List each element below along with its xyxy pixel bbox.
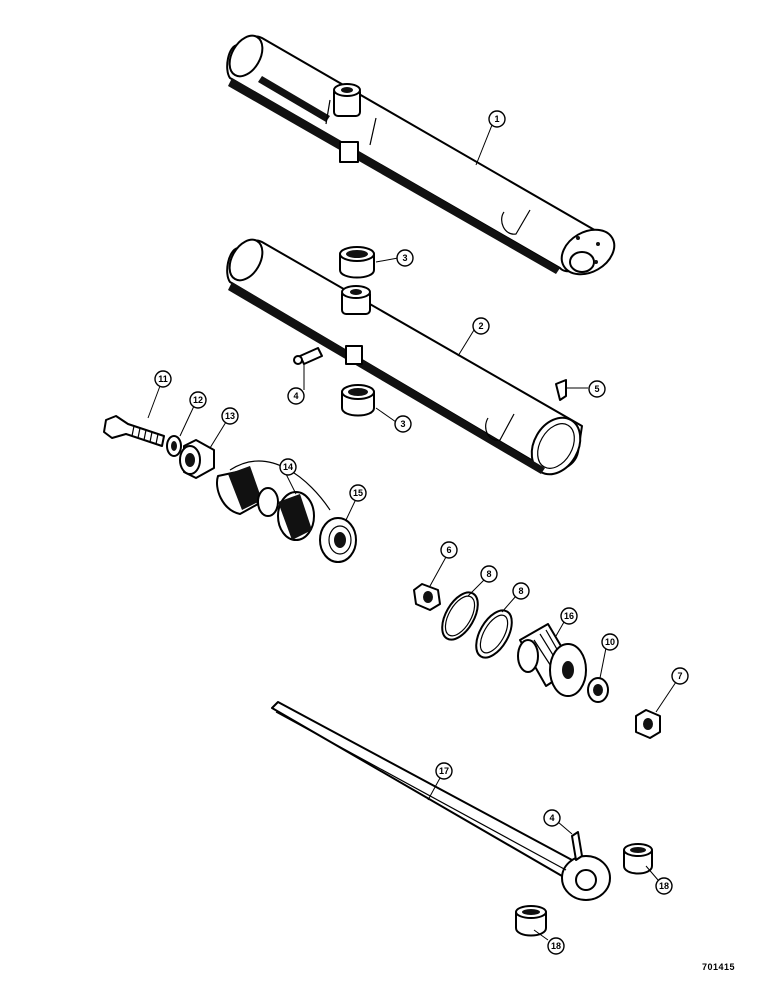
gland-part xyxy=(319,517,357,563)
callout-circle xyxy=(435,762,453,780)
callout-label: 1 xyxy=(494,114,499,124)
callout-1: 1 xyxy=(488,110,506,128)
callout-circle xyxy=(671,667,689,685)
callout-label: 11 xyxy=(158,374,168,384)
callout-14: 14 xyxy=(279,458,297,476)
callout-circle xyxy=(588,380,606,398)
callout-18-right: 18 xyxy=(655,877,673,895)
callout-label: 3 xyxy=(402,253,407,263)
cylinder-assembly-part xyxy=(226,34,616,276)
piston-and-seals-part xyxy=(216,460,331,541)
callout-13: 13 xyxy=(221,407,239,425)
backup-ring-part xyxy=(475,609,513,659)
callout-label: 16 xyxy=(564,611,574,621)
callout-8-right: 8 xyxy=(512,582,530,600)
callout-circle xyxy=(349,484,367,502)
cap-screw-part xyxy=(103,415,165,447)
nut-part-6 xyxy=(413,583,441,611)
leader-lines xyxy=(147,124,677,941)
retainer-nut-part xyxy=(179,439,215,479)
callout-circle xyxy=(189,391,207,409)
callout-label: 8 xyxy=(518,586,523,596)
o-ring-part xyxy=(441,591,479,641)
callout-17: 17 xyxy=(435,762,453,780)
rod-bushing-part-right xyxy=(623,843,653,875)
callout-circle xyxy=(560,607,578,625)
rod-bushing-part-left xyxy=(515,905,547,937)
callout-label: 5 xyxy=(594,384,599,394)
callout-label: 12 xyxy=(193,395,203,405)
callout-7: 7 xyxy=(671,667,689,685)
callout-circle xyxy=(154,370,172,388)
callout-4-upper: 4 xyxy=(287,387,305,405)
callout-5: 5 xyxy=(588,380,606,398)
drawing-reference-code: 701415 xyxy=(702,962,736,972)
cylinder-barrel-part xyxy=(226,238,583,476)
callout-circle xyxy=(601,633,619,651)
callout-label: 14 xyxy=(283,462,293,472)
callout-circle xyxy=(279,458,297,476)
callout-label: 13 xyxy=(225,411,235,421)
callout-label: 10 xyxy=(605,637,615,647)
callout-6: 6 xyxy=(440,541,458,559)
callout-8-left: 8 xyxy=(480,565,498,583)
callout-label: 3 xyxy=(400,419,405,429)
callout-circle xyxy=(440,541,458,559)
callout-circle xyxy=(221,407,239,425)
callout-label: 2 xyxy=(478,321,483,331)
grease-fitting-part-lower xyxy=(571,831,583,861)
wiper-seal-part xyxy=(587,677,609,703)
callout-circle xyxy=(547,937,565,955)
callout-3-upper: 3 xyxy=(396,249,414,267)
bushing-part-lower xyxy=(341,384,375,417)
callout-circle xyxy=(543,809,561,827)
callout-circle xyxy=(394,415,412,433)
callout-11: 11 xyxy=(154,370,172,388)
bushing-part-upper xyxy=(339,246,375,279)
callout-label: 8 xyxy=(486,569,491,579)
callout-16: 16 xyxy=(560,607,578,625)
callout-label: 17 xyxy=(439,766,449,776)
callout-circle xyxy=(396,249,414,267)
callout-label: 4 xyxy=(549,813,554,823)
callout-10: 10 xyxy=(601,633,619,651)
callout-15: 15 xyxy=(349,484,367,502)
grease-fitting-part xyxy=(293,347,323,365)
callout-4-lower: 4 xyxy=(543,809,561,827)
cylinder-head-part xyxy=(517,623,587,697)
lock-washer-part xyxy=(166,435,182,457)
callout-label: 7 xyxy=(677,671,682,681)
callout-circle xyxy=(287,387,305,405)
callout-label: 15 xyxy=(353,488,363,498)
set-screw-part xyxy=(555,379,567,401)
nut-part-7 xyxy=(635,709,661,739)
piston-rod-part xyxy=(271,701,611,901)
callout-circle xyxy=(488,110,506,128)
callout-circle xyxy=(655,877,673,895)
callout-label: 18 xyxy=(659,881,669,891)
callout-circle xyxy=(512,582,530,600)
callout-2: 2 xyxy=(472,317,490,335)
callout-label: 6 xyxy=(446,545,451,555)
callout-18-left: 18 xyxy=(547,937,565,955)
callout-label: 4 xyxy=(293,391,298,401)
callout-3-lower: 3 xyxy=(394,415,412,433)
callout-circle xyxy=(472,317,490,335)
callout-12: 12 xyxy=(189,391,207,409)
callout-label: 18 xyxy=(551,941,561,951)
callout-circle xyxy=(480,565,498,583)
